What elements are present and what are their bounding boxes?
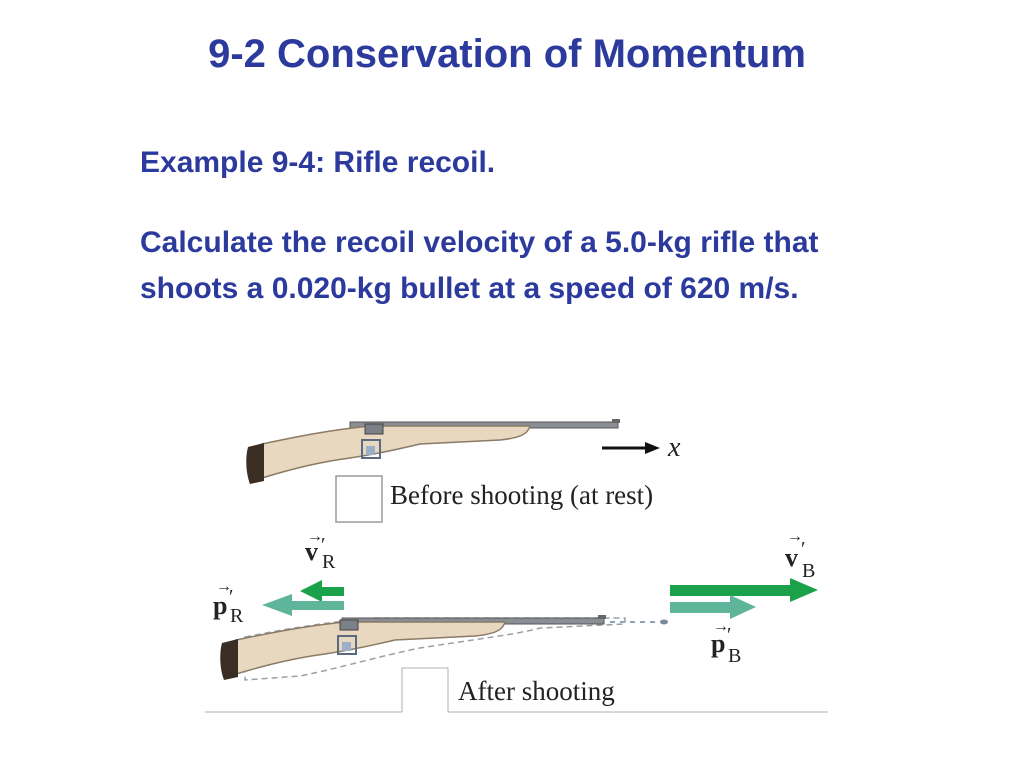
svg-text:B: B [728,645,741,667]
rifle-before [246,419,620,484]
vB-label: → v ′ B [785,528,815,582]
svg-text:→: → [713,618,729,635]
svg-text:′: ′ [229,586,233,608]
bullet [660,619,668,625]
pB-label: → p ′ B [711,618,741,667]
svg-text:′: ′ [321,534,325,556]
svg-text:→: → [307,528,323,545]
before-caption-box [335,475,383,523]
problem-text: Calculate the recoil velocity of a 5.0-k… [140,226,819,305]
svg-text:R: R [230,605,244,627]
after-caption: After shooting [458,676,615,706]
rifle-after [220,615,606,680]
slide-title: 9-2 Conservation of Momentum [208,32,806,76]
x-axis-arrow [602,442,660,454]
svg-text:R: R [322,551,336,573]
example-heading: Example 9-4: Rifle recoil. [140,146,496,179]
rifle-ghost-outline [244,617,626,681]
rifle-momentum-arrow [262,594,344,616]
svg-text:v: v [785,543,798,572]
bullet-velocity-arrow [670,578,818,602]
rifle-velocity-arrow [300,580,344,602]
svg-text:p: p [711,629,725,658]
svg-text:→: → [787,528,803,545]
svg-text:′: ′ [727,624,731,646]
before-caption: Before shooting (at rest) [390,480,653,510]
x-axis-label: x [667,432,681,463]
svg-text:′: ′ [801,538,805,560]
svg-text:v: v [305,537,318,566]
figure-baseline [205,667,828,713]
vR-label: → v ′ R [305,528,336,573]
bullet-momentum-arrow [670,595,756,619]
svg-text:p: p [213,591,227,620]
pR-label: → p ′ R [213,578,244,627]
svg-text:→: → [216,578,232,595]
svg-text:B: B [802,560,815,582]
bullet-trail [610,619,668,625]
